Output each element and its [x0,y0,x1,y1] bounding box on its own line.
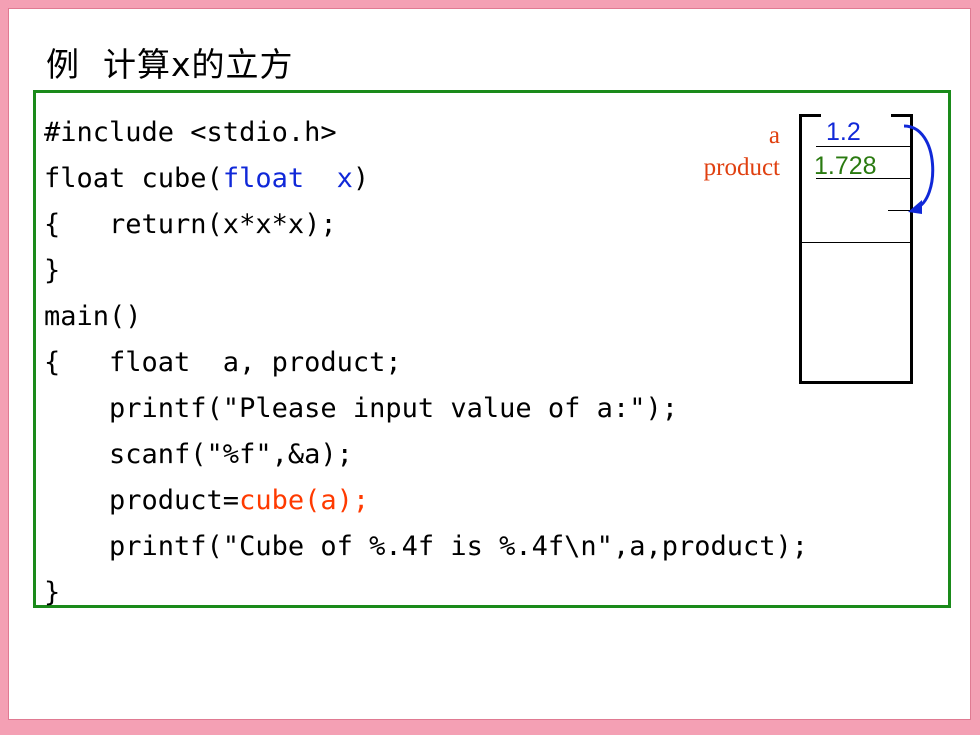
mem-separator [888,210,912,211]
code-token-call: cube(a); [239,485,370,516]
mem-separator [816,178,912,179]
code-line-close-brace: } [44,255,61,286]
code-box: #include <stdio.h> float cube(float x) {… [33,90,951,608]
code-line-cube-signature: float cube(float x) [44,163,369,195]
code-line-scanf: scanf("%f",&a); [44,439,353,470]
code-line-printf-result: printf("Cube of %.4f is %.4f\n",a,produc… [44,531,809,562]
mem-top-bracket-right [891,114,913,117]
mem-value-a: 1.2 [826,118,861,146]
return-arrow-icon [903,124,935,214]
code-token: float cube( [44,163,223,194]
code-line-printf-prompt: printf("Please input value of a:"); [44,393,678,424]
code-token: ) [352,163,370,194]
code-line-return: { return(x*x*x); [44,209,337,240]
mem-value-product: 1.728 [814,152,877,180]
mem-label-product: product [703,154,780,181]
memory-stack [799,114,913,384]
code-line-end-brace: } [44,577,61,608]
mem-label-a: a [768,122,780,149]
mem-separator [802,242,910,243]
code-line-call-cube: product=cube(a); [44,485,369,517]
code-token: product= [44,485,240,516]
mem-top-bracket-left [799,114,821,117]
mem-separator [816,146,912,147]
code-line-declare: { float a, product; [44,347,402,378]
slide: 例 计算x的立方 #include <stdio.h> float cube(f… [8,8,971,720]
slide-title: 例 计算x的立方 [46,45,294,84]
code-line-include: #include <stdio.h> [44,117,337,148]
code-token-param: float x [222,163,353,194]
code-line-main: main() [44,301,142,332]
